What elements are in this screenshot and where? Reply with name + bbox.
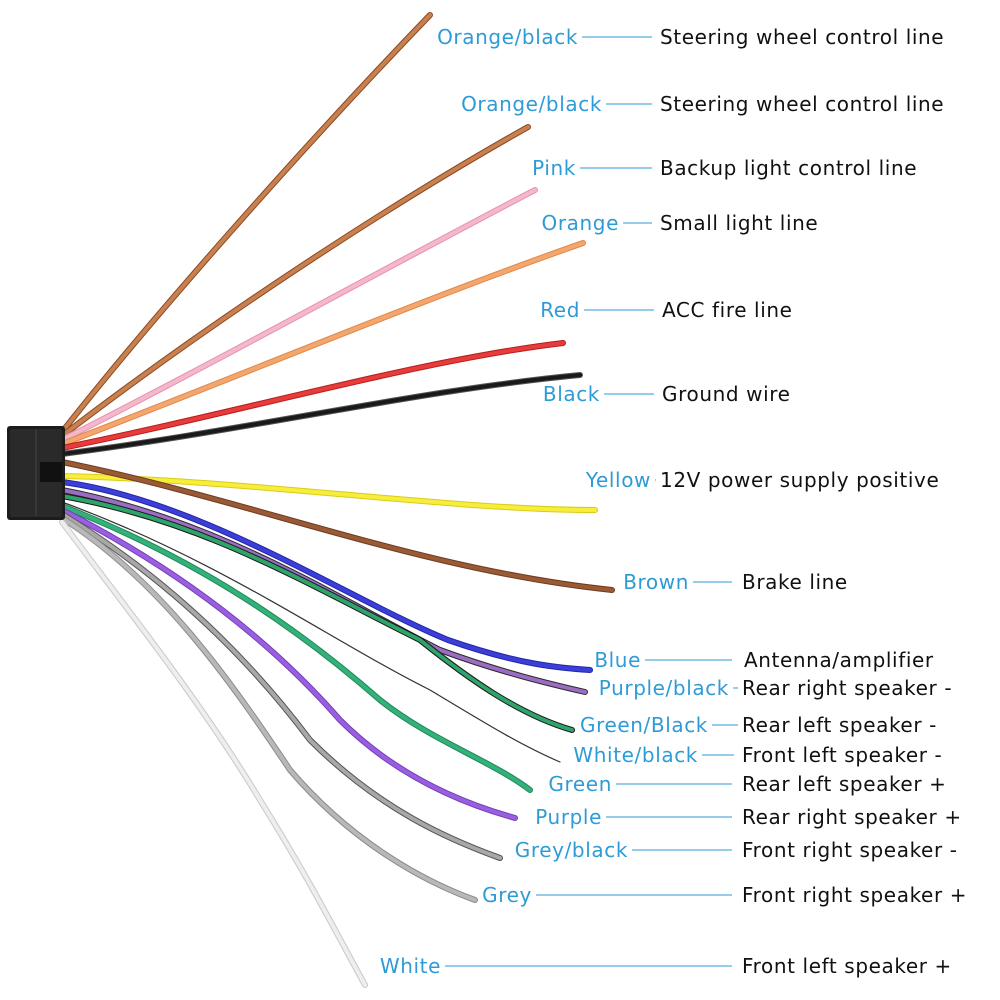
wire-function-label-12: Rear left speaker + (742, 772, 946, 796)
wire-4 (60, 341, 565, 450)
wire-color-label-9: Purple/black (599, 676, 729, 700)
wire-function-label-7: Brake line (742, 570, 848, 594)
wire-function-label-2: Backup light control line (660, 156, 917, 180)
wire-13 (60, 508, 517, 820)
wire-color-label-13: Purple (535, 805, 602, 829)
wire-0 (60, 13, 432, 434)
wire-function-label-4: ACC fire line (662, 298, 793, 322)
wire-group (59, 12, 615, 988)
wire-color-label-12: Green (548, 772, 612, 796)
wire-function-label-9: Rear right speaker - (742, 676, 952, 700)
wire-function-label-11: Front left speaker - (742, 743, 942, 767)
leader-lines (445, 36, 738, 967)
wire-function-label-13: Rear right speaker + (742, 805, 962, 829)
wire-function-label-8: Antenna/amplifier (744, 648, 934, 672)
wire-function-label-10: Rear left speaker - (742, 713, 937, 737)
wire-shadow-11 (61, 501, 561, 763)
wire-7 (60, 460, 614, 592)
wire-function-label-15: Front right speaker + (742, 883, 967, 907)
wire-10 (60, 494, 574, 732)
wire-color-label-8: Blue (594, 648, 641, 672)
wire-function-label-14: Front right speaker - (742, 838, 958, 862)
wire-function-label-16: Front left speaker + (742, 954, 952, 978)
wire-function-label-5: Ground wire (662, 382, 791, 406)
wire-5 (60, 373, 582, 456)
wire-color-label-0: Orange/black (437, 25, 578, 49)
wire-shadow-15 (59, 515, 478, 903)
wire-color-label-15: Grey (482, 883, 532, 907)
connector-latch (40, 462, 62, 482)
wire-function-label-3: Small light line (660, 211, 818, 235)
wire-16 (60, 520, 367, 987)
wire-3 (60, 241, 585, 446)
wire-color-label-6: Yellow (585, 468, 651, 492)
wire-color-label-2: Pink (532, 156, 576, 180)
wire-color-label-3: Orange (542, 211, 620, 235)
wire-color-label-4: Red (540, 298, 580, 322)
wire-color-label-11: White/black (573, 743, 698, 767)
wire-color-label-14: Grey/black (515, 838, 628, 862)
wire-function-label-6: 12V power supply positive (660, 468, 939, 492)
wire-12 (60, 504, 532, 792)
wire-15 (60, 516, 477, 902)
wire-color-label-16: White (380, 954, 441, 978)
wire-color-label-1: Orange/black (461, 92, 602, 116)
wire-color-label-7: Brown (623, 570, 689, 594)
connector-plug (7, 426, 65, 520)
wire-14 (60, 512, 502, 860)
wire-function-label-1: Steering wheel control line (660, 92, 944, 116)
wire-2 (60, 188, 537, 442)
wire-color-label-5: Black (543, 382, 600, 406)
wire-1 (60, 125, 530, 438)
wire-function-label-0: Steering wheel control line (660, 25, 944, 49)
wire-8 (60, 480, 592, 672)
wire-color-label-10: Green/Black (580, 713, 708, 737)
